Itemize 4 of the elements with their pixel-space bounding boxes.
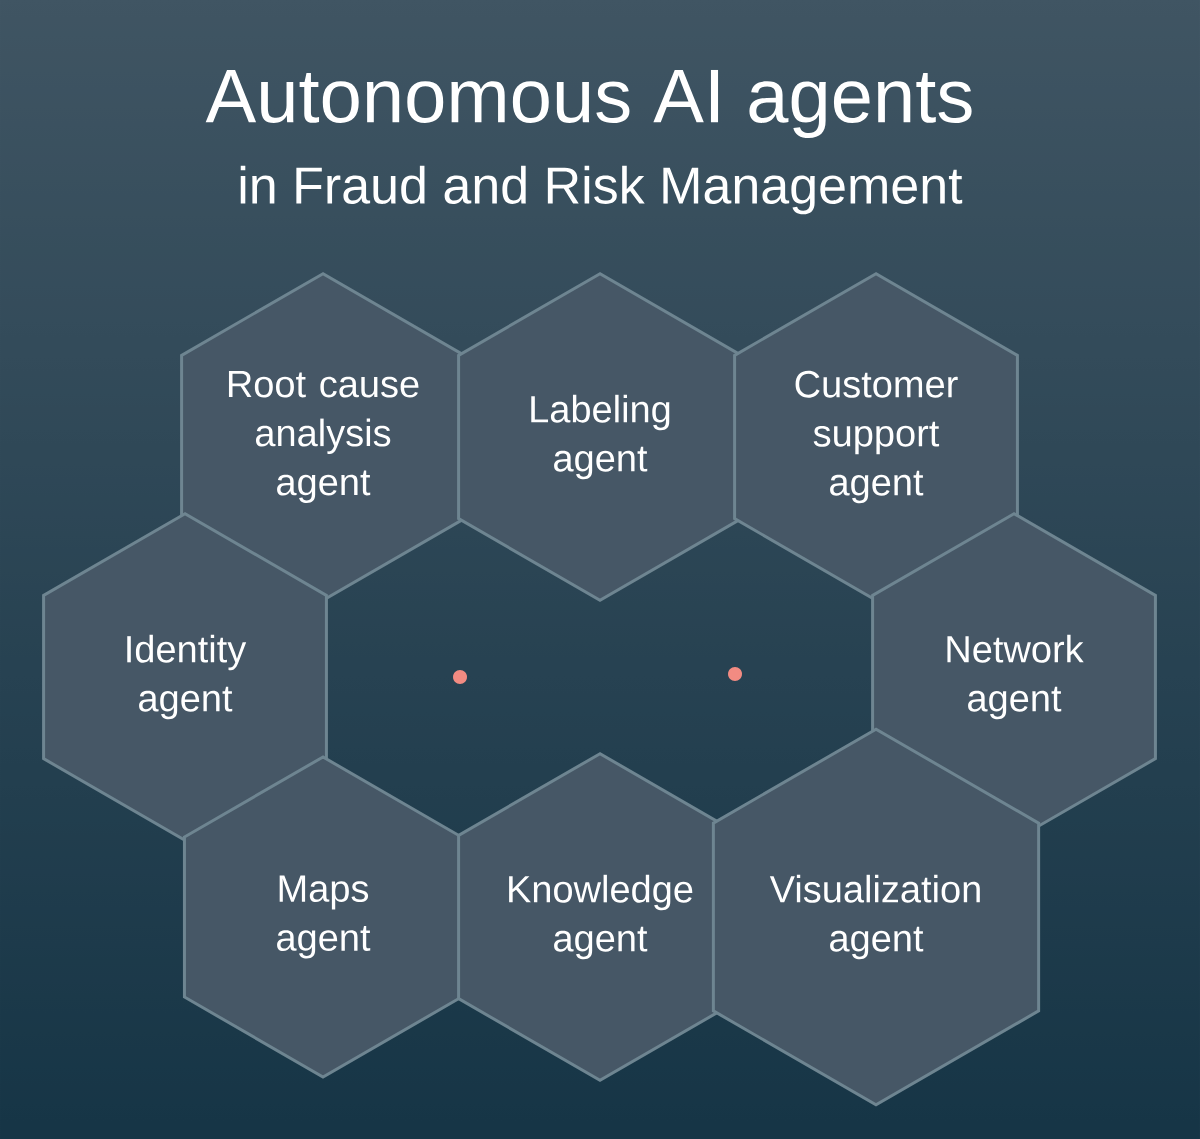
subtitle: in Fraud and Risk Management xyxy=(240,165,963,215)
title: Autonomous AI agents xyxy=(205,69,972,139)
hexagon: Maps agent xyxy=(182,755,464,1079)
hexagon: Visualization agent xyxy=(711,727,1041,1107)
